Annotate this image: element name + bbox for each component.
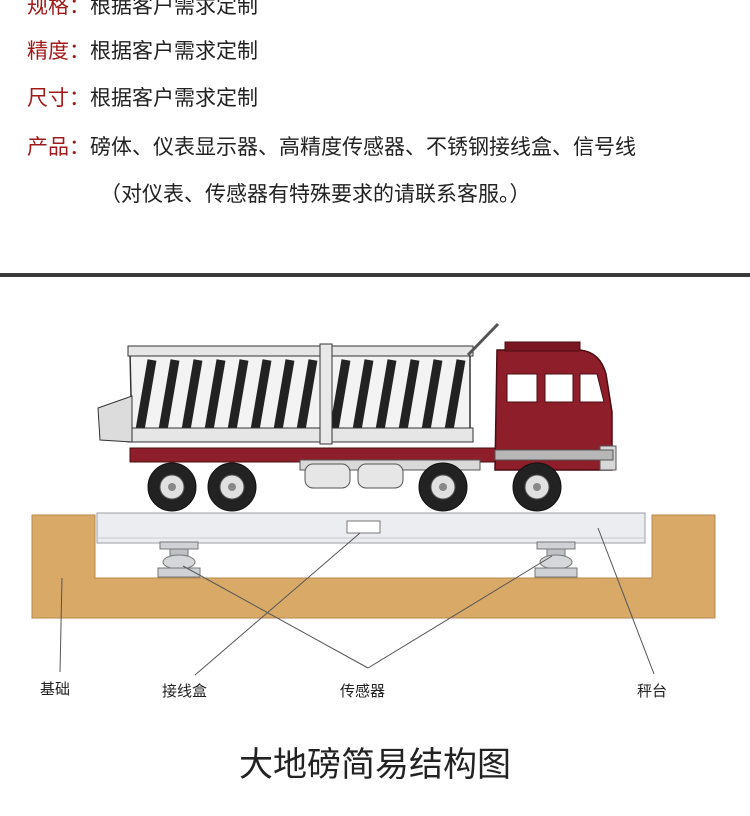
foundation bbox=[31, 514, 716, 619]
weighbridge-diagram: 基础 接线盒 传感器 秤台 bbox=[31, 322, 716, 700]
label-foundation: 基础 bbox=[40, 680, 70, 698]
spec-key: 产品： bbox=[27, 135, 90, 159]
load-cell-left bbox=[157, 541, 201, 578]
spec-value: 根据客户需求定制 bbox=[90, 86, 258, 110]
spec-value: 磅体、仪表显示器、高精度传感器、不锈钢接线盒、信号线 bbox=[90, 135, 636, 159]
leader-sensor-right bbox=[367, 555, 553, 669]
leader-junction-box bbox=[194, 532, 361, 676]
section-divider bbox=[0, 273, 750, 277]
spec-row-size: 尺寸：根据客户需求定制 bbox=[27, 84, 258, 112]
spec-row-specification: 规格：根据客户需求定制 bbox=[27, 0, 258, 20]
diagram-caption: 大地磅简易结构图 bbox=[239, 745, 511, 785]
spec-row-precision: 精度：根据客户需求定制 bbox=[27, 37, 258, 65]
spec-value: 根据客户需求定制 bbox=[90, 39, 258, 63]
spec-key: 规格： bbox=[27, 0, 90, 18]
spec-row-product: 产品：磅体、仪表显示器、高精度传感器、不锈钢接线盒、信号线 bbox=[27, 133, 636, 161]
junction-box bbox=[346, 520, 381, 534]
label-sensor: 传感器 bbox=[340, 682, 385, 700]
load-cell-right bbox=[534, 541, 578, 578]
spec-key: 精度： bbox=[27, 39, 90, 63]
leader-platform bbox=[597, 527, 655, 675]
truck bbox=[97, 322, 617, 512]
leader-sensor-left bbox=[182, 565, 369, 669]
label-platform: 秤台 bbox=[637, 682, 667, 700]
spec-value: 根据客户需求定制 bbox=[90, 0, 258, 18]
spec-key: 尺寸： bbox=[27, 86, 90, 110]
label-junction-box: 接线盒 bbox=[162, 682, 207, 700]
leader-foundation bbox=[59, 577, 63, 673]
spec-note: （对仪表、传感器有特殊要求的请联系客服。） bbox=[100, 182, 531, 206]
